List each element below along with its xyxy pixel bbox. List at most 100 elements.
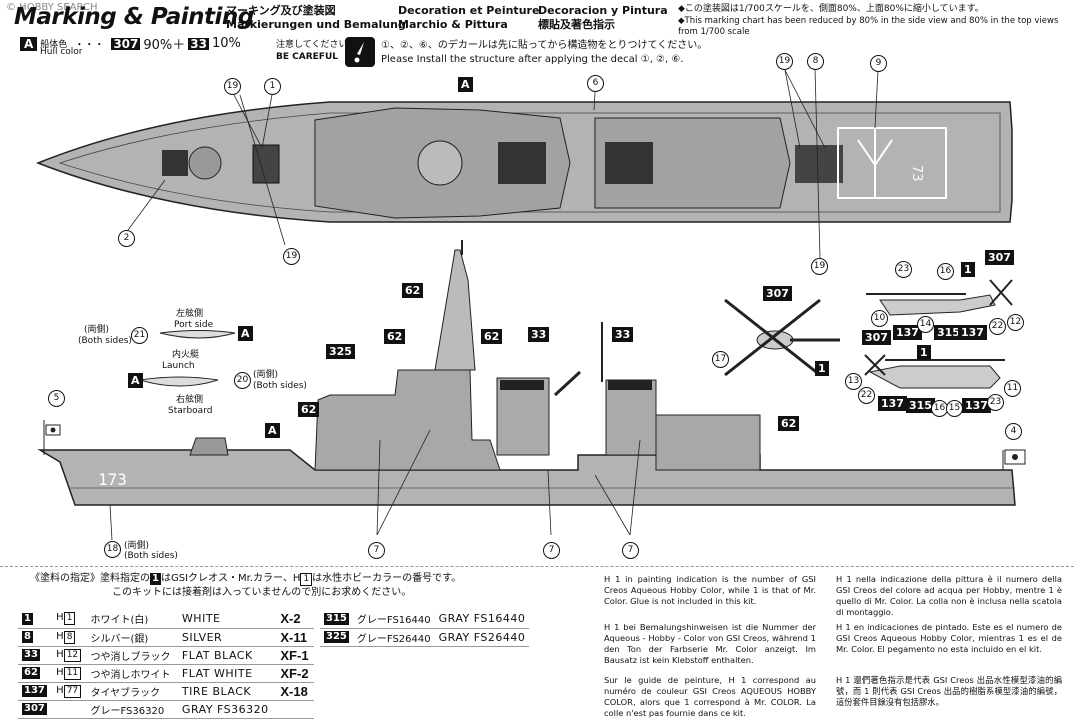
- paint-137-d: 137: [962, 398, 991, 413]
- both-sides-20-en: (Both sides): [253, 381, 307, 391]
- paint-intro-ja-2: はGSIクレオス・Mr.カラー、H: [160, 573, 301, 584]
- decal-callout-15: 15: [946, 400, 963, 417]
- color-code-x: XF-1: [276, 646, 314, 665]
- color-code-x: X-18: [276, 682, 314, 701]
- decal-callout-17: 17: [712, 351, 729, 368]
- launch-ja: 内火艇: [172, 350, 200, 360]
- badge-a-port: A: [238, 326, 253, 341]
- color-name-ja: ホワイト(白): [86, 610, 178, 629]
- watermark: © HOBBY SEARCH: [6, 2, 98, 13]
- paint-307-heli2: 307: [985, 250, 1014, 265]
- starboard-ja: 右舷側: [176, 395, 204, 405]
- color-name-ja: グレーFS16440: [352, 610, 435, 629]
- decal-callout-1: 1: [264, 78, 281, 95]
- decal-callout-2: 2: [118, 230, 135, 247]
- note-en: H 1 in painting indication is the number…: [604, 574, 816, 606]
- paint-307-heli3: 307: [862, 330, 891, 345]
- paint-307-heli: 307: [763, 286, 792, 301]
- caution-en: BE CAREFUL: [276, 52, 338, 62]
- color-code-x: [276, 700, 314, 719]
- decal-callout-7b: 7: [543, 542, 560, 559]
- hull-color-label-ja: 船体色: [40, 40, 68, 50]
- title-fr: Decoration et Peinture: [398, 4, 540, 17]
- color-name-en: GRAY FS16440: [434, 610, 530, 629]
- paint-62-mast: 62: [402, 283, 424, 298]
- paint-intro-box: 1: [150, 573, 161, 585]
- title-zh: 標貼及著色指示: [538, 18, 615, 31]
- paint-intro-ja-1: 《塗料の指定》塗料指定の: [30, 573, 150, 584]
- decal-callout-16a: 16: [937, 263, 954, 280]
- mr-color-code: 8: [18, 628, 53, 647]
- color-name-en: WHITE: [177, 610, 277, 629]
- paint-137-b: 137: [958, 325, 987, 340]
- note-es: H 1 en indicaciones de pintado. Este es …: [836, 622, 1062, 654]
- paint-intro-ja-3: は水性ホビーカラーの番号です。: [312, 573, 462, 584]
- decal-callout-19: 19: [224, 78, 241, 95]
- color-code-x: XF-2: [276, 664, 314, 683]
- port-boat: [159, 330, 236, 339]
- note-zh: H 1 還們著色指示是代表 GSI Creos 出品水性模型漆油的編號，而 1 …: [836, 675, 1062, 707]
- decal-callout-6: 6: [587, 75, 604, 92]
- hull-pct-1: 90%＋: [143, 38, 186, 53]
- hull-pct-2: 10%: [211, 36, 241, 51]
- hull-color-dots: ・・・: [74, 40, 105, 51]
- color-code-x: X-11: [276, 628, 314, 647]
- launch-boat: [139, 376, 219, 387]
- decal-callout-19d: 19: [811, 258, 828, 275]
- exclamation-icon: [345, 37, 375, 67]
- decal-callout-5: 5: [48, 390, 65, 407]
- paint-315-b: 315: [906, 398, 935, 413]
- paint-intro-ja-line2: このキットには接着剤は入っていませんので別にお求めください。: [112, 587, 412, 598]
- caution-text-ja: ①、②、⑥、のデカールは先に貼ってから構造物をとりつけてください。: [381, 40, 708, 51]
- color-name-ja: つや消しホワイト: [86, 664, 178, 683]
- helicopter-side-1: [866, 279, 1013, 316]
- top-view: [35, 101, 1013, 223]
- decal-callout-23b: 23: [987, 394, 1004, 411]
- decal-callout-22b: 22: [858, 387, 875, 404]
- paint-1-heli2: 1: [961, 262, 975, 277]
- note-de: H 1 bei Bemalungshinweisen ist die Numme…: [604, 622, 816, 665]
- hull-color-legend: A 船体色 ・・・ 307 90%＋ 33 10%: [20, 34, 241, 53]
- side-view: [37, 240, 1026, 506]
- page-title: Marking & Painting: [14, 4, 254, 30]
- badge-a-top: A: [458, 77, 473, 92]
- starboard-en: Starboard: [168, 406, 213, 416]
- hull-number: 173: [98, 470, 127, 489]
- title-de: Markierungen und Bemalung: [226, 18, 406, 31]
- decal-callout-21: 21: [131, 327, 148, 344]
- badge-a-side: A: [265, 423, 280, 438]
- scale-note-ja: ◆この塗装図は1/700スケールを、側面80%、上面80%に縮小しています。: [678, 4, 984, 14]
- color-name-ja: グレーFS36320: [86, 700, 178, 719]
- color-name-en: GRAY FS26440: [434, 628, 530, 647]
- both-sides-18-en: (Both sides): [124, 551, 178, 561]
- both-sides-21-ja: (両側): [84, 325, 110, 335]
- mr-color-code: 325: [320, 628, 353, 647]
- decal-callout-19c: 19: [776, 53, 793, 70]
- paint-62-hangar: 62: [778, 416, 800, 431]
- mr-color-code: 307: [18, 700, 53, 719]
- heli-deck-number: 73: [909, 165, 924, 182]
- decal-callout-10: 10: [871, 310, 888, 327]
- decal-callout-7c: 7: [622, 542, 639, 559]
- hull-color-label-en: Hull color: [40, 47, 83, 57]
- color-name-en: FLAT BLACK: [177, 646, 277, 665]
- hull-code-2: 33: [188, 36, 209, 51]
- hull-badge: A: [20, 36, 38, 51]
- color-name-ja: シルバー(銀): [86, 628, 178, 647]
- paint-315-a: 315: [934, 325, 963, 340]
- launch-en: Launch: [162, 361, 195, 371]
- mr-color-code: 33: [18, 646, 53, 665]
- color-name-ja: つや消しブラック: [86, 646, 178, 665]
- mr-color-code: 1: [18, 610, 53, 629]
